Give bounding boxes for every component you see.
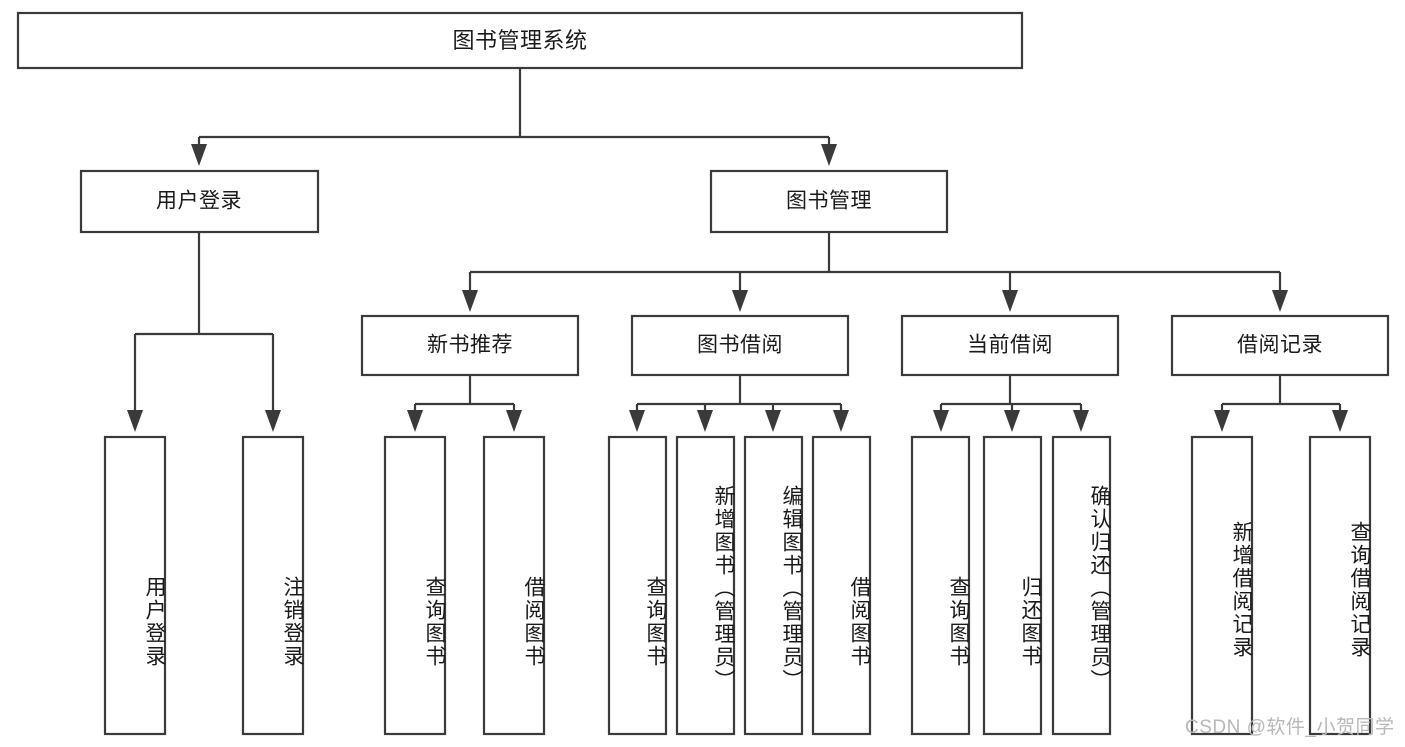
leaf-box-confirm-return[interactable] <box>1051 435 1112 736</box>
node-user-login[interactable]: 用户登录 <box>79 169 320 234</box>
node-book-borrow-box[interactable] <box>630 314 850 377</box>
leaf-box-query-book-3[interactable] <box>910 435 971 736</box>
arrowhead-leaf-query-book-3 <box>933 410 949 432</box>
arrowhead-leaf-query-record <box>1332 410 1348 432</box>
arrowhead-leaf-user-login <box>127 410 143 432</box>
arrowhead-leaf-query-book-1 <box>407 410 423 432</box>
node-root-label: 图书管理系统 <box>452 28 587 53</box>
arrowhead-leaf-confirm-return <box>1073 410 1089 432</box>
arrowhead-leaf-add-book <box>697 410 713 432</box>
node-current-borrow-box[interactable] <box>900 314 1120 377</box>
leaf-box-borrow-book-1[interactable] <box>482 435 546 736</box>
connector-group-book-borrow-to-leaves <box>629 375 849 432</box>
leaf-boxes-group <box>103 435 1372 736</box>
node-current-borrow-label: 当前借阅 <box>967 334 1053 357</box>
connector-group-root-to-level2 <box>191 68 837 166</box>
node-new-book-rec[interactable]: 新书推荐 <box>360 314 580 377</box>
arrowhead-leaf-logout <box>265 410 281 432</box>
node-user-login-box[interactable] <box>79 169 320 234</box>
node-borrow-record-label: 借阅记录 <box>1237 334 1323 357</box>
arrowhead-leaf-add-record <box>1214 410 1230 432</box>
arrowhead-book-manage <box>821 144 837 166</box>
arrowhead-leaf-borrow-book-1 <box>506 410 522 432</box>
node-root-box[interactable] <box>16 11 1024 70</box>
arrowhead-book-borrow <box>732 290 748 312</box>
leaf-box-query-book-1[interactable] <box>383 435 447 736</box>
connector-group-borrow-record-to-leaves <box>1214 375 1348 432</box>
arrowhead-leaf-return-book <box>1004 410 1020 432</box>
arrowhead-current-borrow <box>1002 290 1018 312</box>
arrowhead-user-login <box>191 144 207 166</box>
arrowhead-leaf-query-book-2 <box>629 410 645 432</box>
node-book-manage-box[interactable] <box>709 169 949 234</box>
node-book-borrow[interactable]: 图书借阅 <box>630 314 850 377</box>
leaf-box-query-book-2[interactable] <box>607 435 668 736</box>
node-book-manage-label: 图书管理 <box>786 190 872 213</box>
leaf-box-logout[interactable] <box>241 435 305 736</box>
node-new-book-rec-box[interactable] <box>360 314 580 377</box>
leaf-box-return-book[interactable] <box>982 435 1043 736</box>
node-current-borrow[interactable]: 当前借阅 <box>900 314 1120 377</box>
leaf-box-query-record[interactable] <box>1308 435 1372 736</box>
node-book-borrow-label: 图书借阅 <box>697 334 783 357</box>
node-book-manage[interactable]: 图书管理 <box>709 169 949 234</box>
arrowhead-borrow-record <box>1272 290 1288 312</box>
connector-group-new-book-rec-to-leaves <box>407 375 522 432</box>
connector-group-current-borrow-to-leaves <box>933 375 1089 432</box>
csdn-watermark: CSDN @软件_小贺同学 <box>1185 717 1395 738</box>
leaf-box-add-record[interactable] <box>1190 435 1254 736</box>
leaf-box-borrow-book-2[interactable] <box>811 435 872 736</box>
arrowhead-leaf-edit-book <box>765 410 781 432</box>
node-new-book-rec-label: 新书推荐 <box>427 334 513 357</box>
connector-group-user-login-to-leaves <box>127 232 281 432</box>
arrowhead-leaf-borrow-book-2 <box>833 410 849 432</box>
node-user-login-label: 用户登录 <box>156 190 242 213</box>
leaf-box-edit-book[interactable] <box>743 435 804 736</box>
node-root[interactable]: 图书管理系统 <box>16 11 1024 70</box>
node-borrow-record-box[interactable] <box>1170 314 1390 377</box>
arrowhead-new-book-rec <box>462 290 478 312</box>
connector-group-book-manage-to-level3 <box>462 232 1288 312</box>
node-borrow-record[interactable]: 借阅记录 <box>1170 314 1390 377</box>
leaf-box-add-book[interactable] <box>675 435 736 736</box>
leaf-box-user-login[interactable] <box>103 435 167 736</box>
